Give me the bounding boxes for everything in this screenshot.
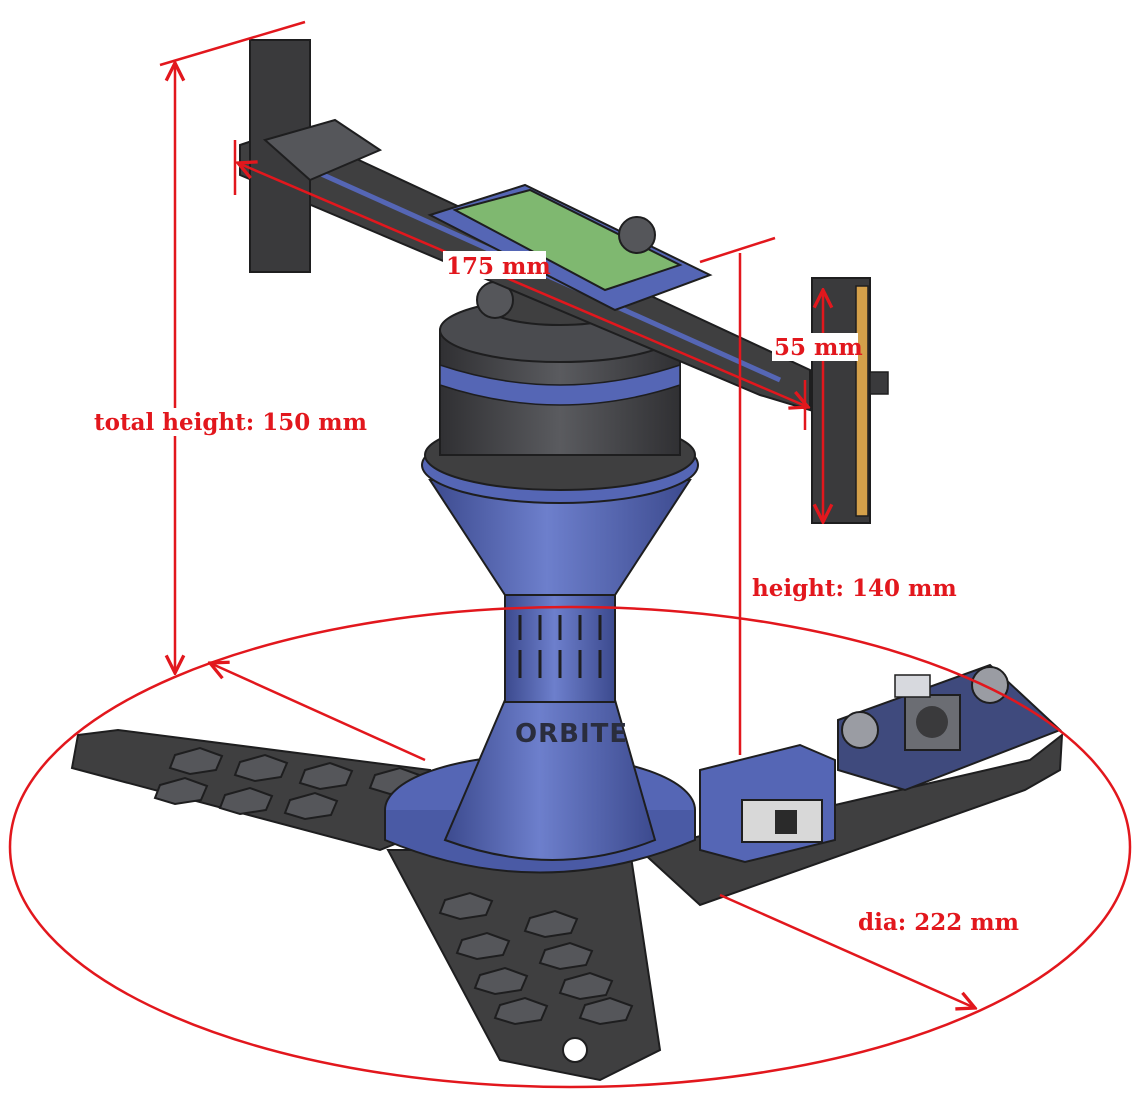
diameter-circle xyxy=(8,605,1132,1089)
switch-module xyxy=(699,743,836,864)
total-height-label: total height: 150 mm xyxy=(94,409,367,436)
total-height-extension xyxy=(159,20,306,67)
lower-cone xyxy=(443,699,657,861)
copper-strip xyxy=(855,285,869,517)
capacitor-right xyxy=(971,666,1009,704)
base-mount-hole xyxy=(562,1037,588,1063)
arm-length-label: 175 mm xyxy=(446,253,551,280)
height-extension xyxy=(699,236,776,264)
diameter-arrow-lower xyxy=(719,893,975,1008)
capacitor-left xyxy=(841,711,879,749)
central-column: ORBITE xyxy=(384,281,699,874)
base-leg-front xyxy=(386,849,662,1082)
base-hex-pockets xyxy=(153,746,634,1026)
panel-width-label: 55 mm xyxy=(774,334,863,361)
potentiometer xyxy=(894,674,931,698)
dimension-labels: 175 mm 55 mm total height: 150 mm height… xyxy=(92,251,1019,936)
dimension-annotations xyxy=(8,20,1132,1089)
diameter-arrow-upper xyxy=(210,663,426,762)
arm-length-arrow xyxy=(238,163,808,407)
base-engraving: ORBITE xyxy=(515,719,628,749)
diameter-label: dia: 222 mm xyxy=(858,909,1019,936)
height-label: height: 140 mm xyxy=(752,575,957,602)
